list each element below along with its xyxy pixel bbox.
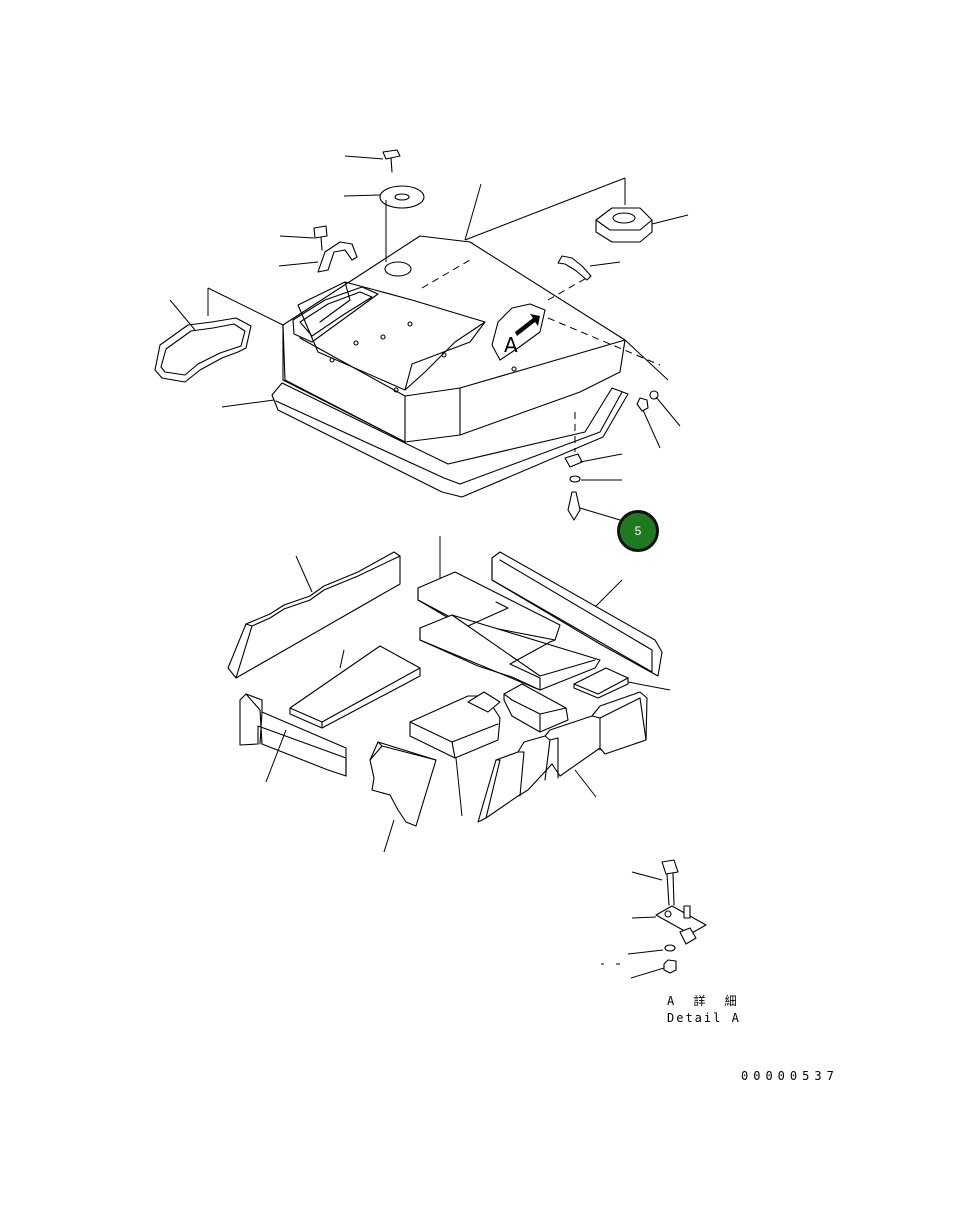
insulation-panel-center-flat xyxy=(289,645,421,729)
insulation-panel-front-right xyxy=(477,691,648,823)
insulation-panel-mid-block xyxy=(409,691,501,759)
right-grab-handle xyxy=(557,255,592,281)
detail-a-assembly xyxy=(601,859,707,979)
top-plate xyxy=(379,185,425,209)
insulation-panel-left-L xyxy=(239,693,347,777)
top-bolt xyxy=(382,149,401,173)
insulation-panel-small-right xyxy=(573,667,629,699)
screw-bolt xyxy=(567,491,581,521)
view-marker-label: A xyxy=(504,333,518,357)
detail-caption-japanese: A 詳 細 xyxy=(667,994,743,1008)
insulation-panel-front-cut xyxy=(369,741,437,827)
insulation-panel-center-upper xyxy=(417,571,601,691)
drawing-number: 00000537 xyxy=(741,1069,839,1083)
insulation-panel-small-center xyxy=(503,683,569,733)
callout-number-label: 5 xyxy=(634,524,642,538)
small-nuts xyxy=(636,390,659,412)
hex-nut-cap xyxy=(595,207,653,243)
detail-caption-english: Detail A xyxy=(667,1011,741,1025)
washer xyxy=(569,475,581,483)
handle-bolt xyxy=(313,225,328,251)
left-grab-handle xyxy=(317,241,358,273)
insulation-panel-right-long xyxy=(491,551,663,677)
cab-roof-cover: A xyxy=(271,235,629,498)
left-gasket-frame xyxy=(154,317,252,383)
callout-number-badge[interactable]: 5 xyxy=(617,510,659,552)
spacer-block xyxy=(564,453,583,468)
insulation-panel-left-long xyxy=(227,551,401,679)
